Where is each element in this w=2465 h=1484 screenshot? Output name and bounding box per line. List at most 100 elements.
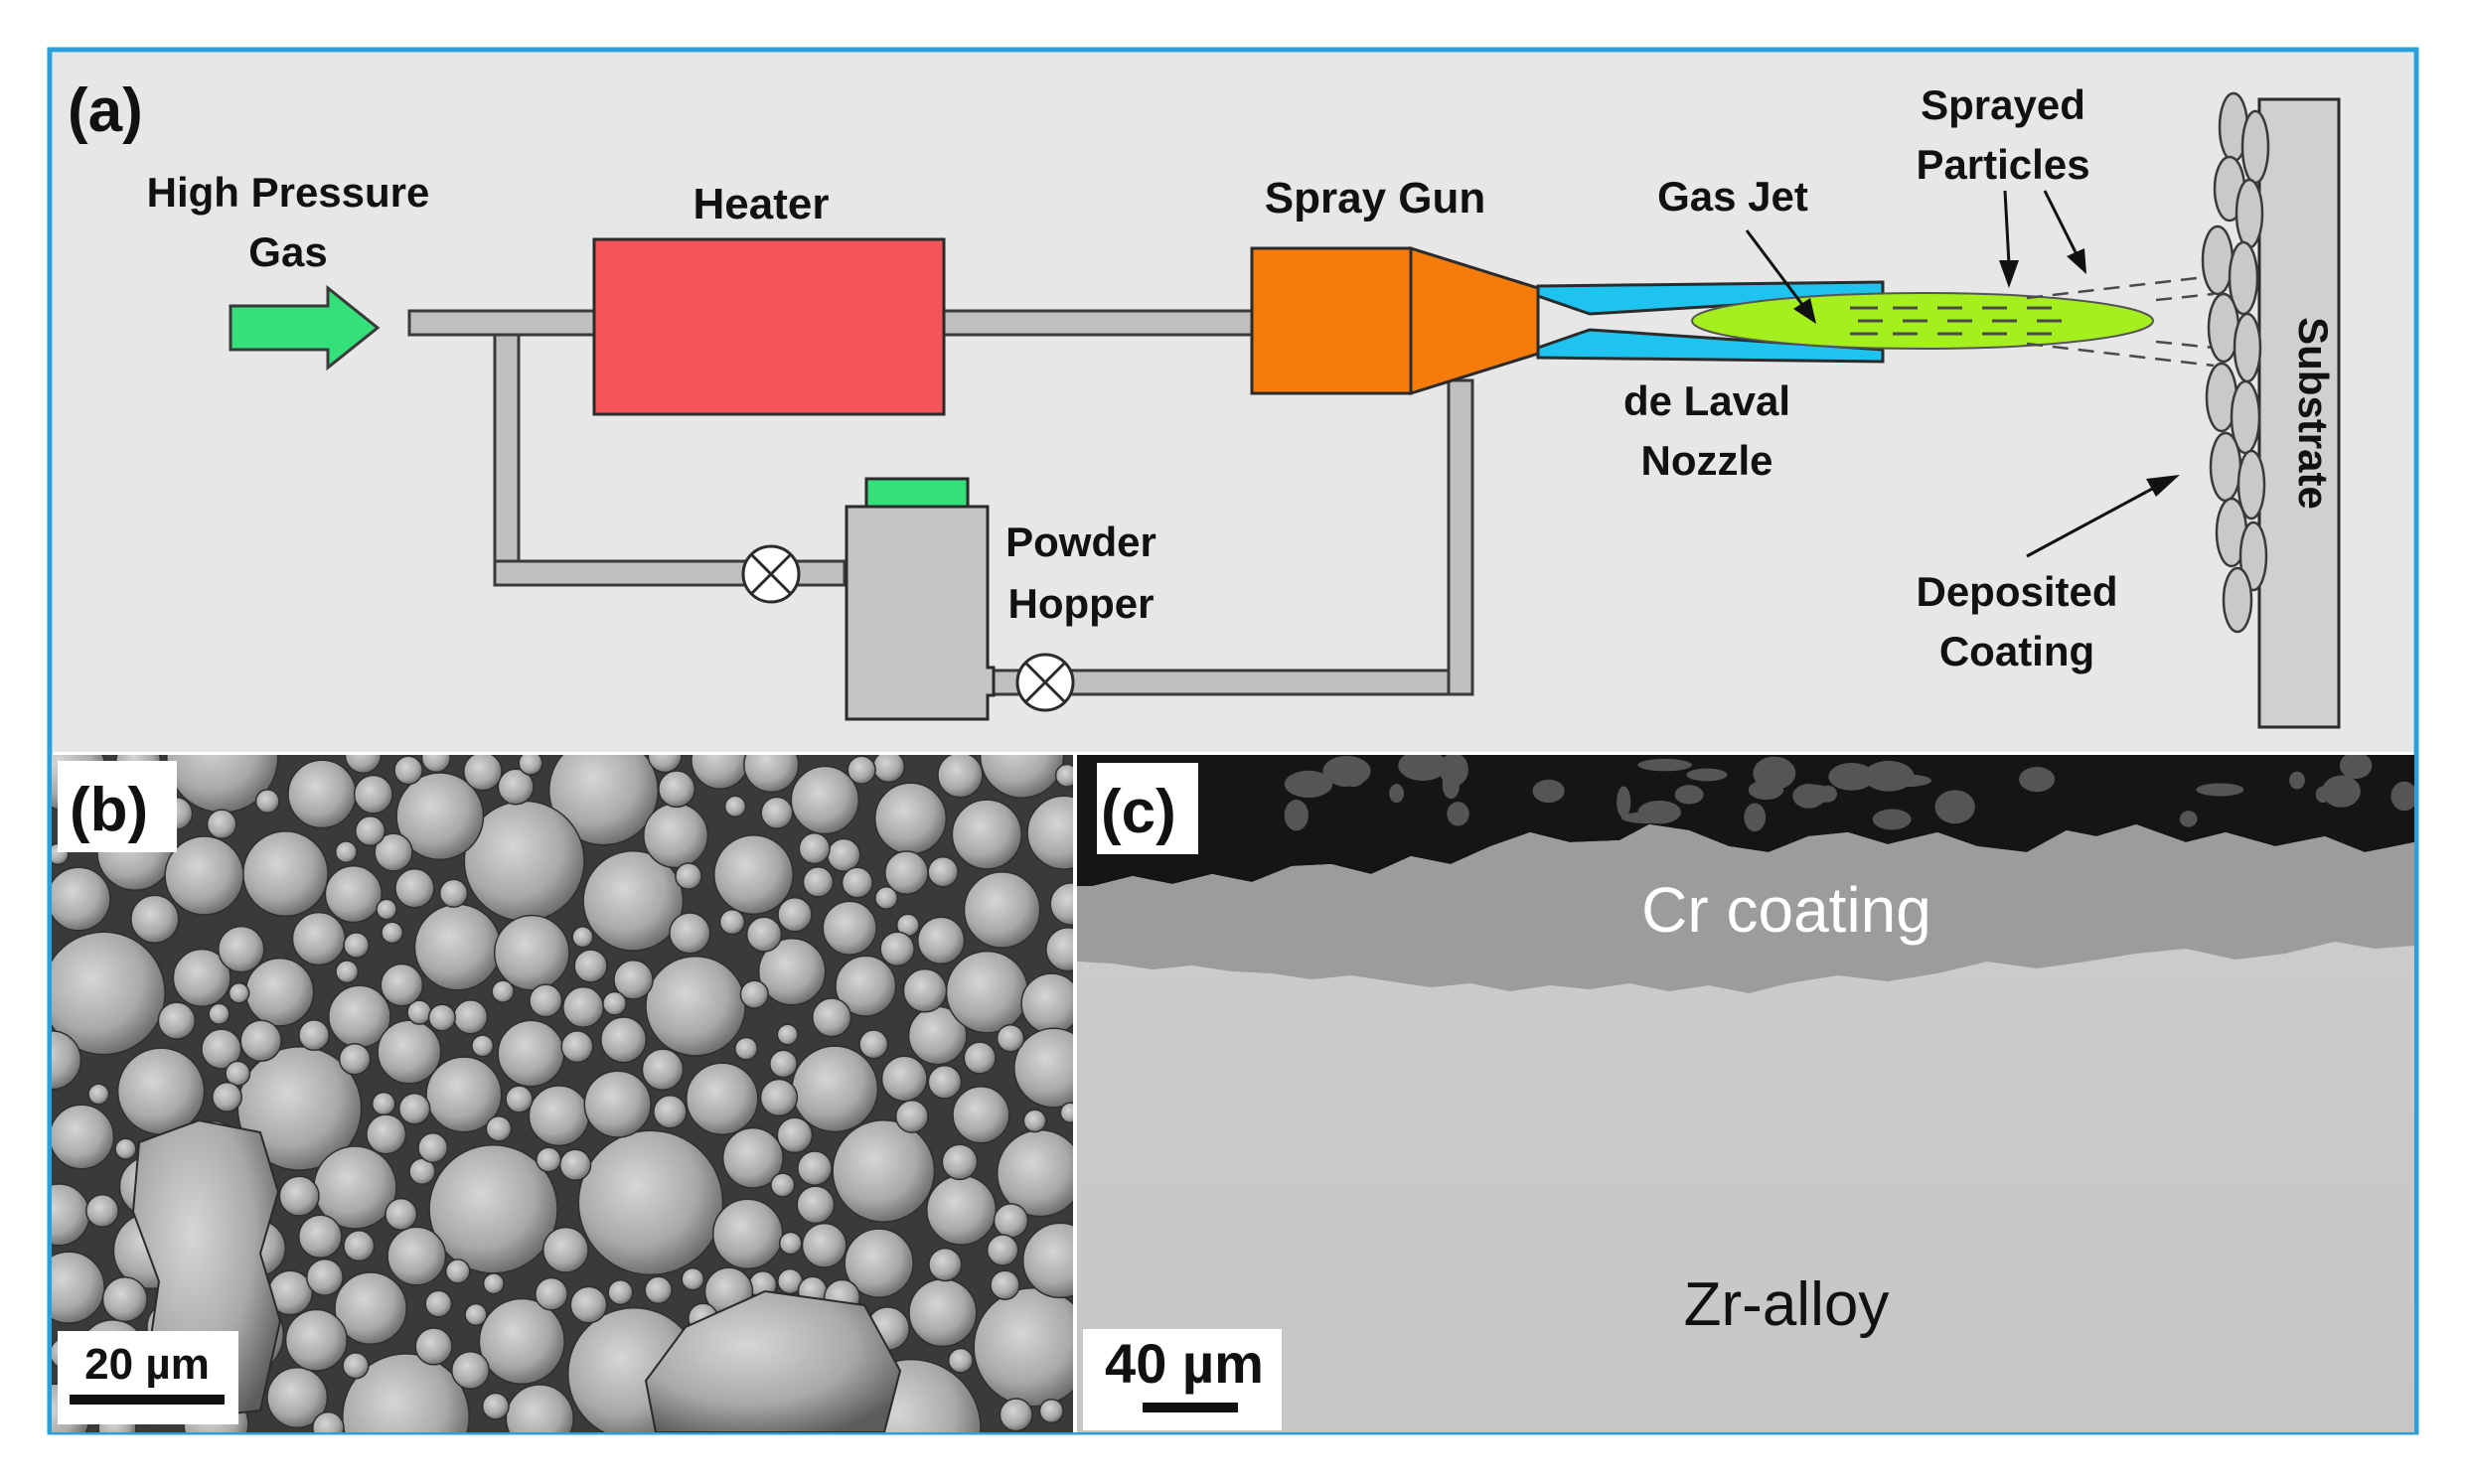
powder-particle bbox=[647, 755, 683, 774]
heater-label: Heater bbox=[693, 180, 830, 228]
powder-particle bbox=[847, 755, 876, 785]
powder-particle bbox=[334, 840, 358, 864]
powder-particle bbox=[394, 868, 435, 909]
powder-particle bbox=[571, 926, 594, 949]
powder-particle bbox=[425, 1056, 503, 1133]
powder-particle bbox=[355, 815, 386, 847]
powder-particle bbox=[979, 755, 1065, 799]
powder-particle bbox=[464, 1302, 488, 1327]
sprayed-particles-label-line2: Particles bbox=[1916, 141, 2089, 188]
resin-particle bbox=[2339, 755, 2373, 779]
powder-particle bbox=[463, 755, 503, 792]
powder-particle bbox=[999, 1398, 1033, 1432]
powder-particle bbox=[380, 963, 424, 1007]
powder-particle bbox=[759, 1078, 799, 1117]
gas-jet-label: Gas Jet bbox=[1657, 173, 1808, 220]
powder-particle bbox=[497, 768, 535, 806]
powder-particle bbox=[278, 1175, 320, 1217]
main-pipe-inlet bbox=[407, 309, 596, 337]
gas-input-arrow bbox=[229, 284, 381, 371]
powder-particle bbox=[116, 1047, 206, 1135]
powder-particle bbox=[482, 1272, 505, 1295]
powder-particle bbox=[1059, 1102, 1073, 1123]
powder-particle bbox=[757, 937, 827, 1006]
powder-particle bbox=[562, 985, 605, 1028]
sprayed-particles-label-line1: Sprayed bbox=[1921, 81, 2085, 128]
powder-particle bbox=[381, 921, 404, 945]
powder-particle bbox=[52, 931, 166, 1056]
resin-particle bbox=[1389, 784, 1404, 804]
powder-particle bbox=[157, 1001, 197, 1040]
powder-particle bbox=[241, 830, 329, 918]
nozzle-label-line1: de Laval bbox=[1623, 377, 1790, 424]
substrate-label: Substrate bbox=[2290, 317, 2337, 510]
powder-particle bbox=[560, 1030, 594, 1064]
resin-particle bbox=[2289, 771, 2305, 790]
powder-particle bbox=[791, 1045, 879, 1133]
powder-particle bbox=[1049, 882, 1073, 926]
powder-particle bbox=[386, 1226, 447, 1286]
powder-particle bbox=[87, 1083, 110, 1106]
powder-particle bbox=[986, 1234, 1019, 1266]
resin-particle bbox=[1934, 790, 1975, 824]
hopper-label-line1: Powder bbox=[1005, 519, 1156, 565]
nozzle-lower-wall bbox=[1536, 328, 1885, 364]
powder-particle bbox=[52, 1030, 82, 1091]
powder-particle bbox=[558, 1148, 592, 1182]
powder-particle bbox=[1022, 1109, 1047, 1133]
deposited-coating-pointer-arrow bbox=[2026, 475, 2180, 558]
main-pipe-mid bbox=[942, 309, 1254, 337]
resin-particle bbox=[1284, 770, 1333, 799]
powder-particle bbox=[471, 1034, 495, 1058]
powder-particle bbox=[802, 866, 835, 898]
powder-particle bbox=[225, 1060, 251, 1087]
powder-particle bbox=[535, 1276, 568, 1311]
powder-particle bbox=[505, 1085, 534, 1113]
powder-particle bbox=[641, 1048, 685, 1092]
panel-c-label: (c) bbox=[1101, 778, 1176, 846]
powder-particle bbox=[993, 1203, 1029, 1239]
powder-particle bbox=[451, 1351, 490, 1390]
powder-particle bbox=[778, 1231, 803, 1256]
powder-particle bbox=[420, 755, 451, 774]
powder-particle bbox=[371, 1091, 396, 1116]
powder-particle bbox=[312, 1410, 345, 1432]
powder-particle bbox=[873, 782, 948, 855]
resin-particle bbox=[1828, 763, 1875, 791]
gas-input-label-line1: High Pressure bbox=[147, 169, 430, 216]
powder-particle bbox=[941, 1143, 979, 1181]
powder-particle bbox=[297, 1214, 343, 1260]
panel-a: (a) High Pressure Gas Heater Spray Gun d… bbox=[53, 53, 2413, 752]
powder-particle bbox=[686, 1062, 759, 1135]
powder-particle bbox=[973, 1287, 1073, 1408]
powder-particle bbox=[201, 1028, 242, 1070]
powder-particle bbox=[1020, 972, 1073, 1035]
spray-dashed-lines bbox=[2026, 274, 2215, 368]
powder-particle bbox=[393, 755, 423, 786]
powder-particle bbox=[902, 967, 948, 1013]
resin-particle bbox=[2322, 775, 2361, 808]
bypass-pipe-vertical bbox=[493, 333, 521, 587]
panel-c-scalebar-box bbox=[1083, 1329, 1282, 1430]
powder-particle bbox=[284, 1308, 348, 1372]
powder-particle bbox=[1038, 1398, 1064, 1424]
resin-particle bbox=[1637, 758, 1692, 772]
powder-particle bbox=[796, 1185, 836, 1225]
powder-particle bbox=[85, 1194, 119, 1228]
resin-particle bbox=[1398, 755, 1448, 782]
powder-particle bbox=[529, 983, 563, 1018]
powder-particle bbox=[711, 1198, 784, 1270]
powder-particle bbox=[385, 1197, 418, 1231]
powder-particle bbox=[228, 981, 250, 1004]
hopper-body bbox=[845, 505, 996, 721]
powder-particle bbox=[52, 1104, 115, 1170]
panel-b-scalebar-box bbox=[58, 1331, 238, 1424]
powder-particle bbox=[937, 755, 984, 799]
powder-particle bbox=[770, 1172, 796, 1198]
powder-particle bbox=[334, 1271, 407, 1345]
powder-particle bbox=[1021, 1222, 1073, 1299]
powder-particle bbox=[917, 916, 966, 965]
powder-particle bbox=[723, 795, 747, 818]
jet-particle-streaks bbox=[1850, 306, 2062, 336]
powder-particle bbox=[745, 916, 783, 953]
